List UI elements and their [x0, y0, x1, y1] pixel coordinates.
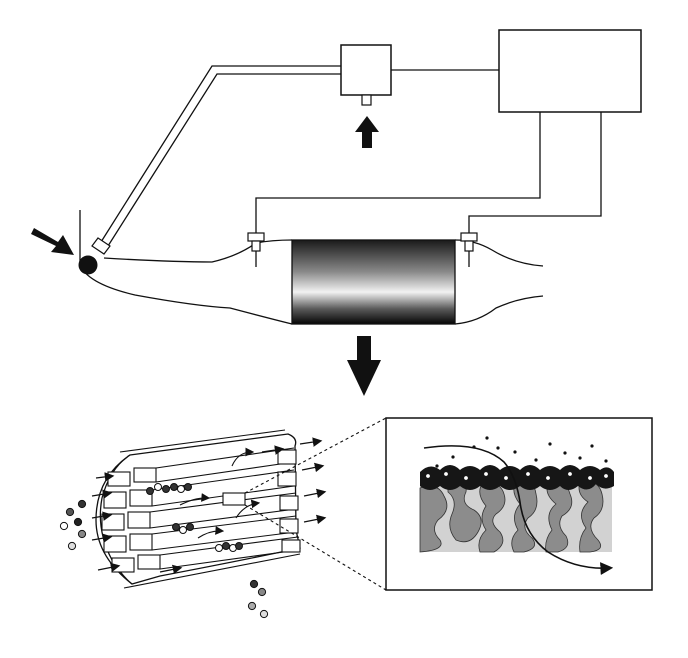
gas-flow-arrow: [423, 445, 614, 575]
inlet-pressure-sensor: [247, 232, 265, 267]
sensor-wires: [255, 112, 602, 233]
dosing-injector: [78, 237, 111, 275]
inflow-particles: [59, 499, 87, 551]
control-unit: [498, 29, 642, 113]
outlet-pressure-sensor: [460, 232, 478, 267]
fuel-supply-arrow: [355, 116, 379, 148]
outflow-particles: [247, 579, 269, 619]
filter-channel-cutaway: [91, 429, 327, 589]
cutaway-detail-marker: [222, 492, 246, 506]
detail-down-arrow: [347, 336, 381, 396]
particulate-filter: [291, 239, 456, 325]
wall-cross-section: [385, 417, 653, 591]
suspended-soot: [435, 436, 608, 468]
dosing-pump: [340, 44, 392, 106]
zoom-leader-lines: [244, 417, 387, 591]
soot-cake-layer: [420, 465, 614, 490]
exhaust-inflow-arrow: [31, 228, 74, 255]
dosing-line: [100, 65, 341, 247]
